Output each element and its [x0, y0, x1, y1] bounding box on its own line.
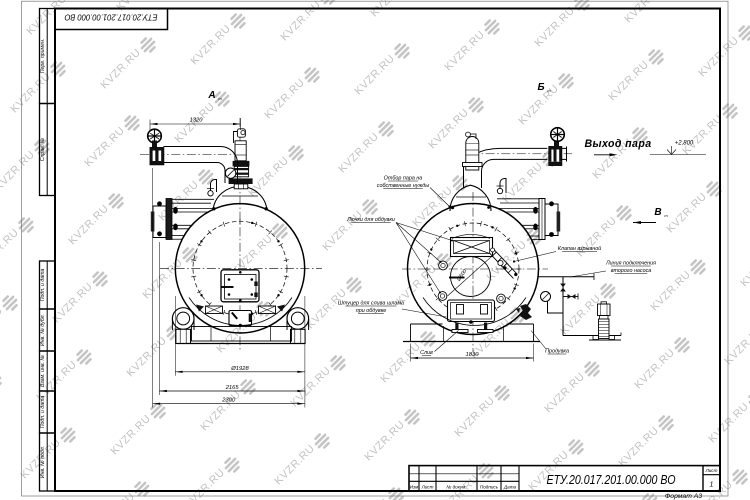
svg-text:Инв. № подл.: Инв. № подл. — [40, 446, 46, 478]
svg-text:Слив: Слив — [420, 350, 433, 356]
svg-text:Клапан взрывной: Клапан взрывной — [558, 245, 602, 252]
svg-text:Взам. инв. №: Взам. инв. № — [40, 355, 46, 387]
svg-text:Штуцер для слива шлама: Штуцер для слива шлама — [338, 301, 404, 307]
svg-text:при обдувке: при обдувке — [356, 308, 387, 314]
svg-text:1: 1 — [710, 482, 714, 489]
svg-text:Подп. и дата: Подп. и дата — [40, 396, 46, 429]
svg-text:т: т — [218, 96, 222, 101]
svg-text:Отбор пара на: Отбор пара на — [384, 176, 423, 182]
svg-text:Перв. примен.: Перв. примен. — [40, 39, 46, 73]
svg-text:Дата: Дата — [503, 484, 517, 489]
svg-text:Лючки для обдувки: Лючки для обдувки — [346, 217, 395, 223]
svg-text:Линия подключения: Линия подключения — [605, 261, 656, 267]
svg-text:Продувка: Продувка — [545, 349, 569, 355]
svg-text:Изм: Изм — [410, 484, 419, 489]
svg-text:Лист: Лист — [705, 468, 718, 473]
svg-text:1320: 1320 — [190, 118, 204, 124]
svg-text:собственные нужды: собственные нужды — [377, 183, 429, 189]
svg-text:Инв. № дубл.: Инв. № дубл. — [40, 314, 46, 346]
svg-text:2300: 2300 — [221, 398, 236, 404]
svg-text:А: А — [207, 90, 215, 101]
svg-text:Лист: Лист — [421, 484, 434, 489]
svg-text:2165: 2165 — [225, 385, 240, 391]
svg-text:В: В — [654, 207, 661, 218]
svg-text:№ докум.: № докум. — [446, 484, 466, 489]
svg-text:Формат А3: Формат А3 — [665, 493, 702, 500]
svg-text:ЕТУ.20.017.201.00.000 ВО: ЕТУ.20.017.201.00.000 ВО — [547, 473, 676, 487]
svg-text:Б: Б — [537, 82, 544, 93]
svg-text:Подп. и дата: Подп. и дата — [40, 269, 46, 302]
svg-text:Выход пара: Выход пара — [584, 138, 651, 150]
svg-text:второго насоса: второго насоса — [611, 268, 652, 274]
svg-text:ЕТУ.20.017.201.00.000 ВО: ЕТУ.20.017.201.00.000 ВО — [64, 13, 157, 23]
svg-text:т: т — [664, 213, 668, 218]
svg-text:1830: 1830 — [466, 352, 480, 358]
svg-text:Подпись: Подпись — [480, 484, 499, 489]
svg-text:Ø1928: Ø1928 — [230, 366, 249, 372]
svg-text:+2,800: +2,800 — [675, 141, 694, 147]
svg-text:Справ. №: Справ. № — [40, 137, 46, 161]
svg-text:т: т — [547, 88, 551, 93]
